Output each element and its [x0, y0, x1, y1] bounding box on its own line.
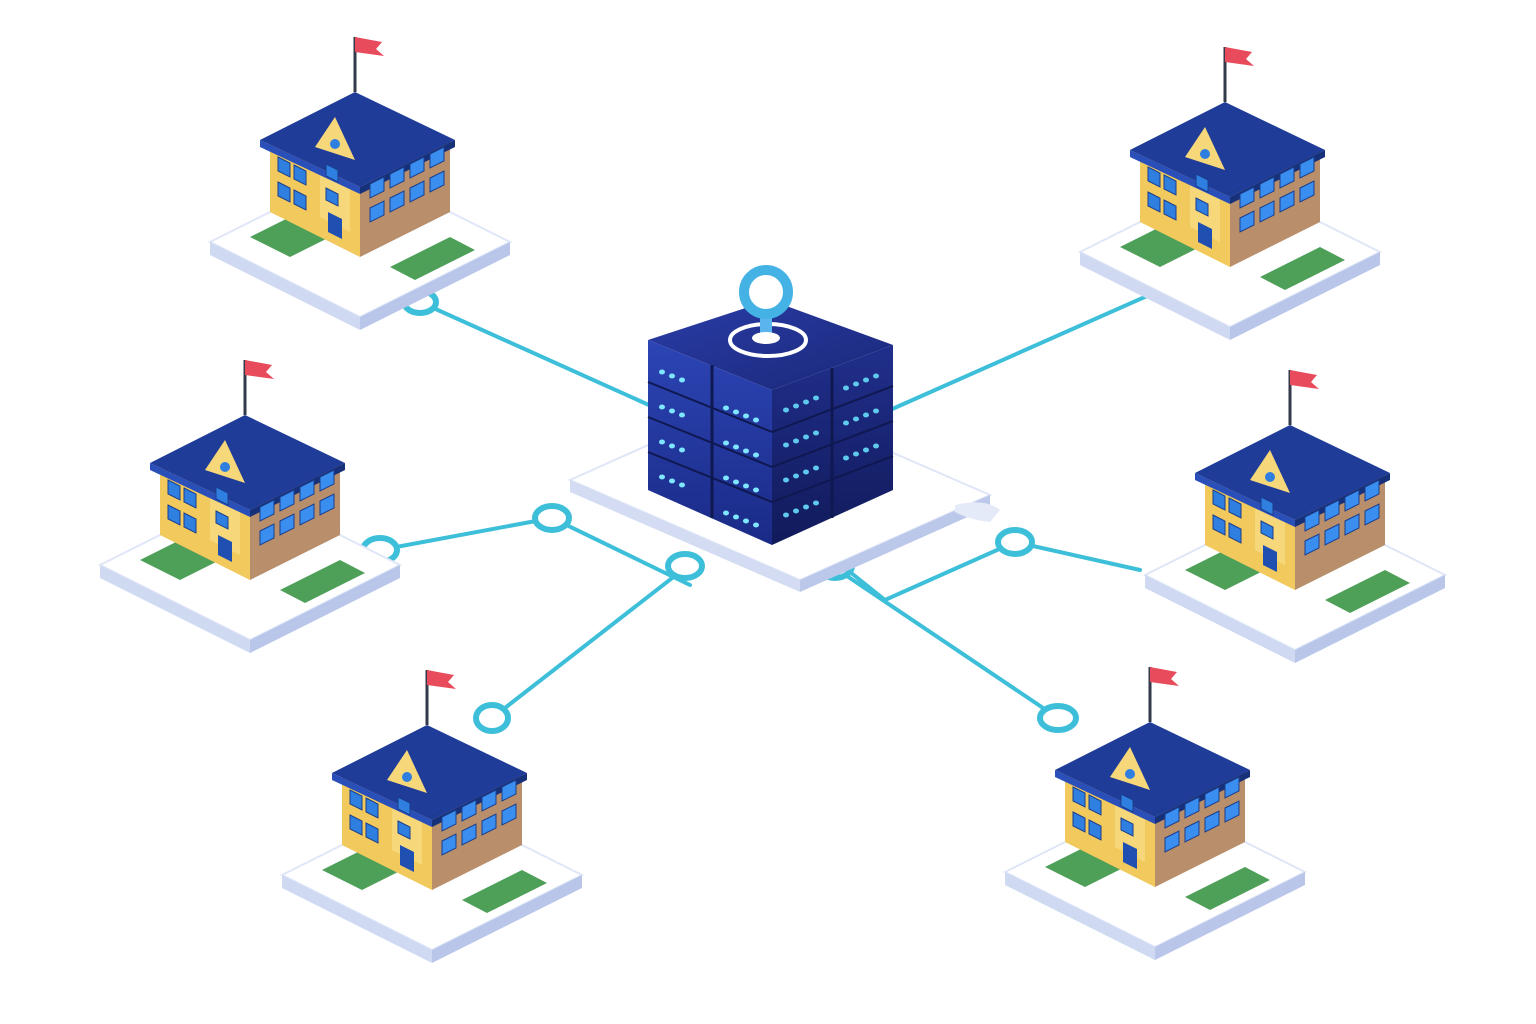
node-ring-icon	[473, 702, 511, 734]
node-ring-icon	[1037, 703, 1079, 733]
location-pin-icon	[739, 265, 793, 344]
school-building-icon	[208, 35, 512, 332]
node-ring-icon	[665, 551, 705, 581]
node-ring-icon	[995, 527, 1035, 557]
connector-mid-right	[843, 539, 1142, 603]
led-icon	[659, 369, 685, 488]
connector-mid-left	[378, 515, 692, 587]
led-icon	[723, 405, 759, 528]
connector-bottom-left	[490, 566, 687, 720]
connector-bottom-right	[833, 566, 1060, 720]
connector-top-left	[418, 300, 662, 412]
connector-top-right	[888, 286, 1167, 412]
led-icon	[783, 373, 879, 518]
school-building-icon	[1143, 368, 1447, 665]
school-building-icon	[280, 668, 584, 965]
node-ring-icon	[532, 503, 572, 533]
server-rack-icon	[647, 300, 894, 545]
school-building-icon	[1078, 45, 1382, 342]
school-building-icon	[98, 358, 402, 655]
